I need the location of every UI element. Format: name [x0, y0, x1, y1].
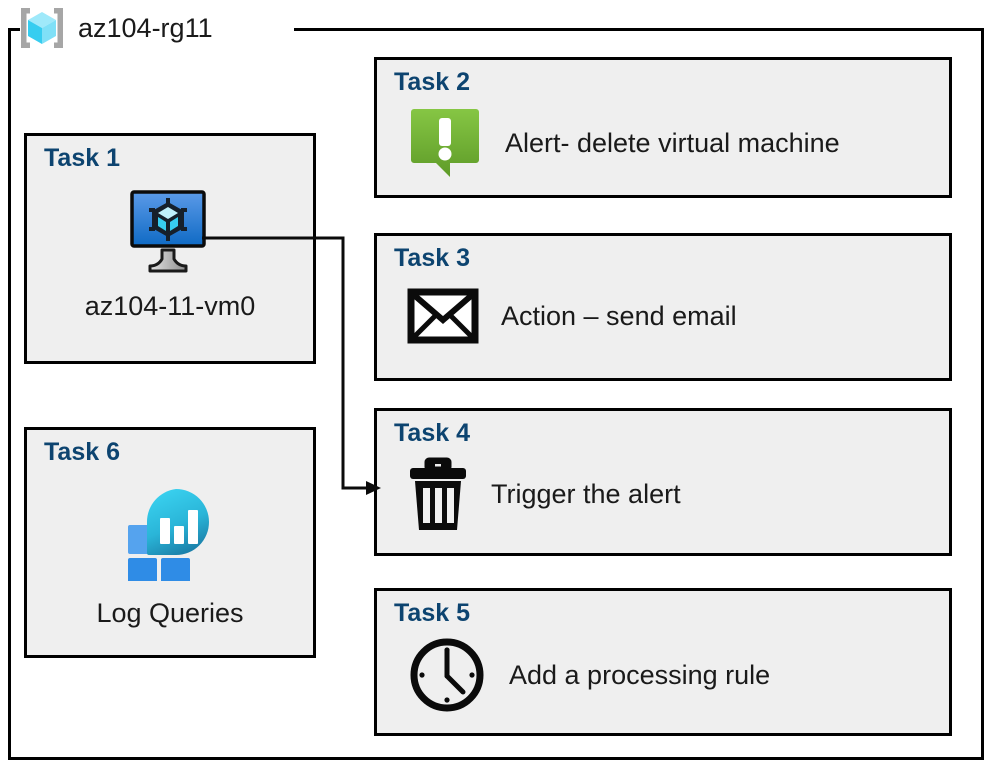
- task-card-content: Alert- delete virtual machine: [407, 106, 937, 180]
- task-card-label: Add a processing rule: [509, 659, 771, 690]
- azure-resource-group-cube-icon: [14, 4, 70, 52]
- task-card-content: Add a processing rule: [407, 635, 937, 715]
- task-card-content: Trigger the alert: [407, 455, 937, 533]
- task-card-task3[interactable]: Task 3 Action – send email: [374, 233, 952, 381]
- envelope-icon: [407, 288, 479, 344]
- task-card-label: Action – send email: [501, 300, 737, 331]
- trash-delete-icon: [407, 455, 469, 533]
- resource-group-header-mask: [20, 16, 294, 42]
- resource-group-name: az104-rg11: [78, 12, 213, 43]
- task-card-content: Action – send email: [407, 288, 937, 344]
- task-card-task2[interactable]: Task 2 Alert- delete virtual machine: [374, 57, 952, 198]
- task-card-label: Log Queries: [96, 598, 244, 628]
- log-analytics-icon: [27, 485, 313, 581]
- task-card-task6[interactable]: Task 6 Log Queries: [24, 427, 316, 658]
- task-card-task1[interactable]: Task 1: [24, 133, 316, 364]
- task-card-title: Task 2: [394, 68, 470, 96]
- alert-speech-bubble-icon: [407, 106, 483, 180]
- virtual-machine-icon: [27, 188, 313, 274]
- task-card-label: Alert- delete virtual machine: [505, 127, 840, 158]
- task-card-title: Task 5: [394, 599, 470, 627]
- task-card-title: Task 4: [394, 419, 470, 447]
- task-card-title: Task 3: [394, 244, 470, 272]
- resource-group-container: [8, 28, 984, 760]
- task-card-task5[interactable]: Task 5 Add a processing rule: [374, 588, 952, 736]
- task-card-label: az104-11-vm0: [84, 291, 256, 321]
- task-card-title: Task 6: [44, 438, 120, 466]
- task-card-title: Task 1: [44, 144, 120, 172]
- resource-group-header: az104-rg11: [14, 4, 213, 52]
- task-card-task4[interactable]: Task 4 Trigger the alert: [374, 408, 952, 556]
- clock-icon: [407, 635, 487, 715]
- task-card-label: Trigger the alert: [491, 478, 681, 509]
